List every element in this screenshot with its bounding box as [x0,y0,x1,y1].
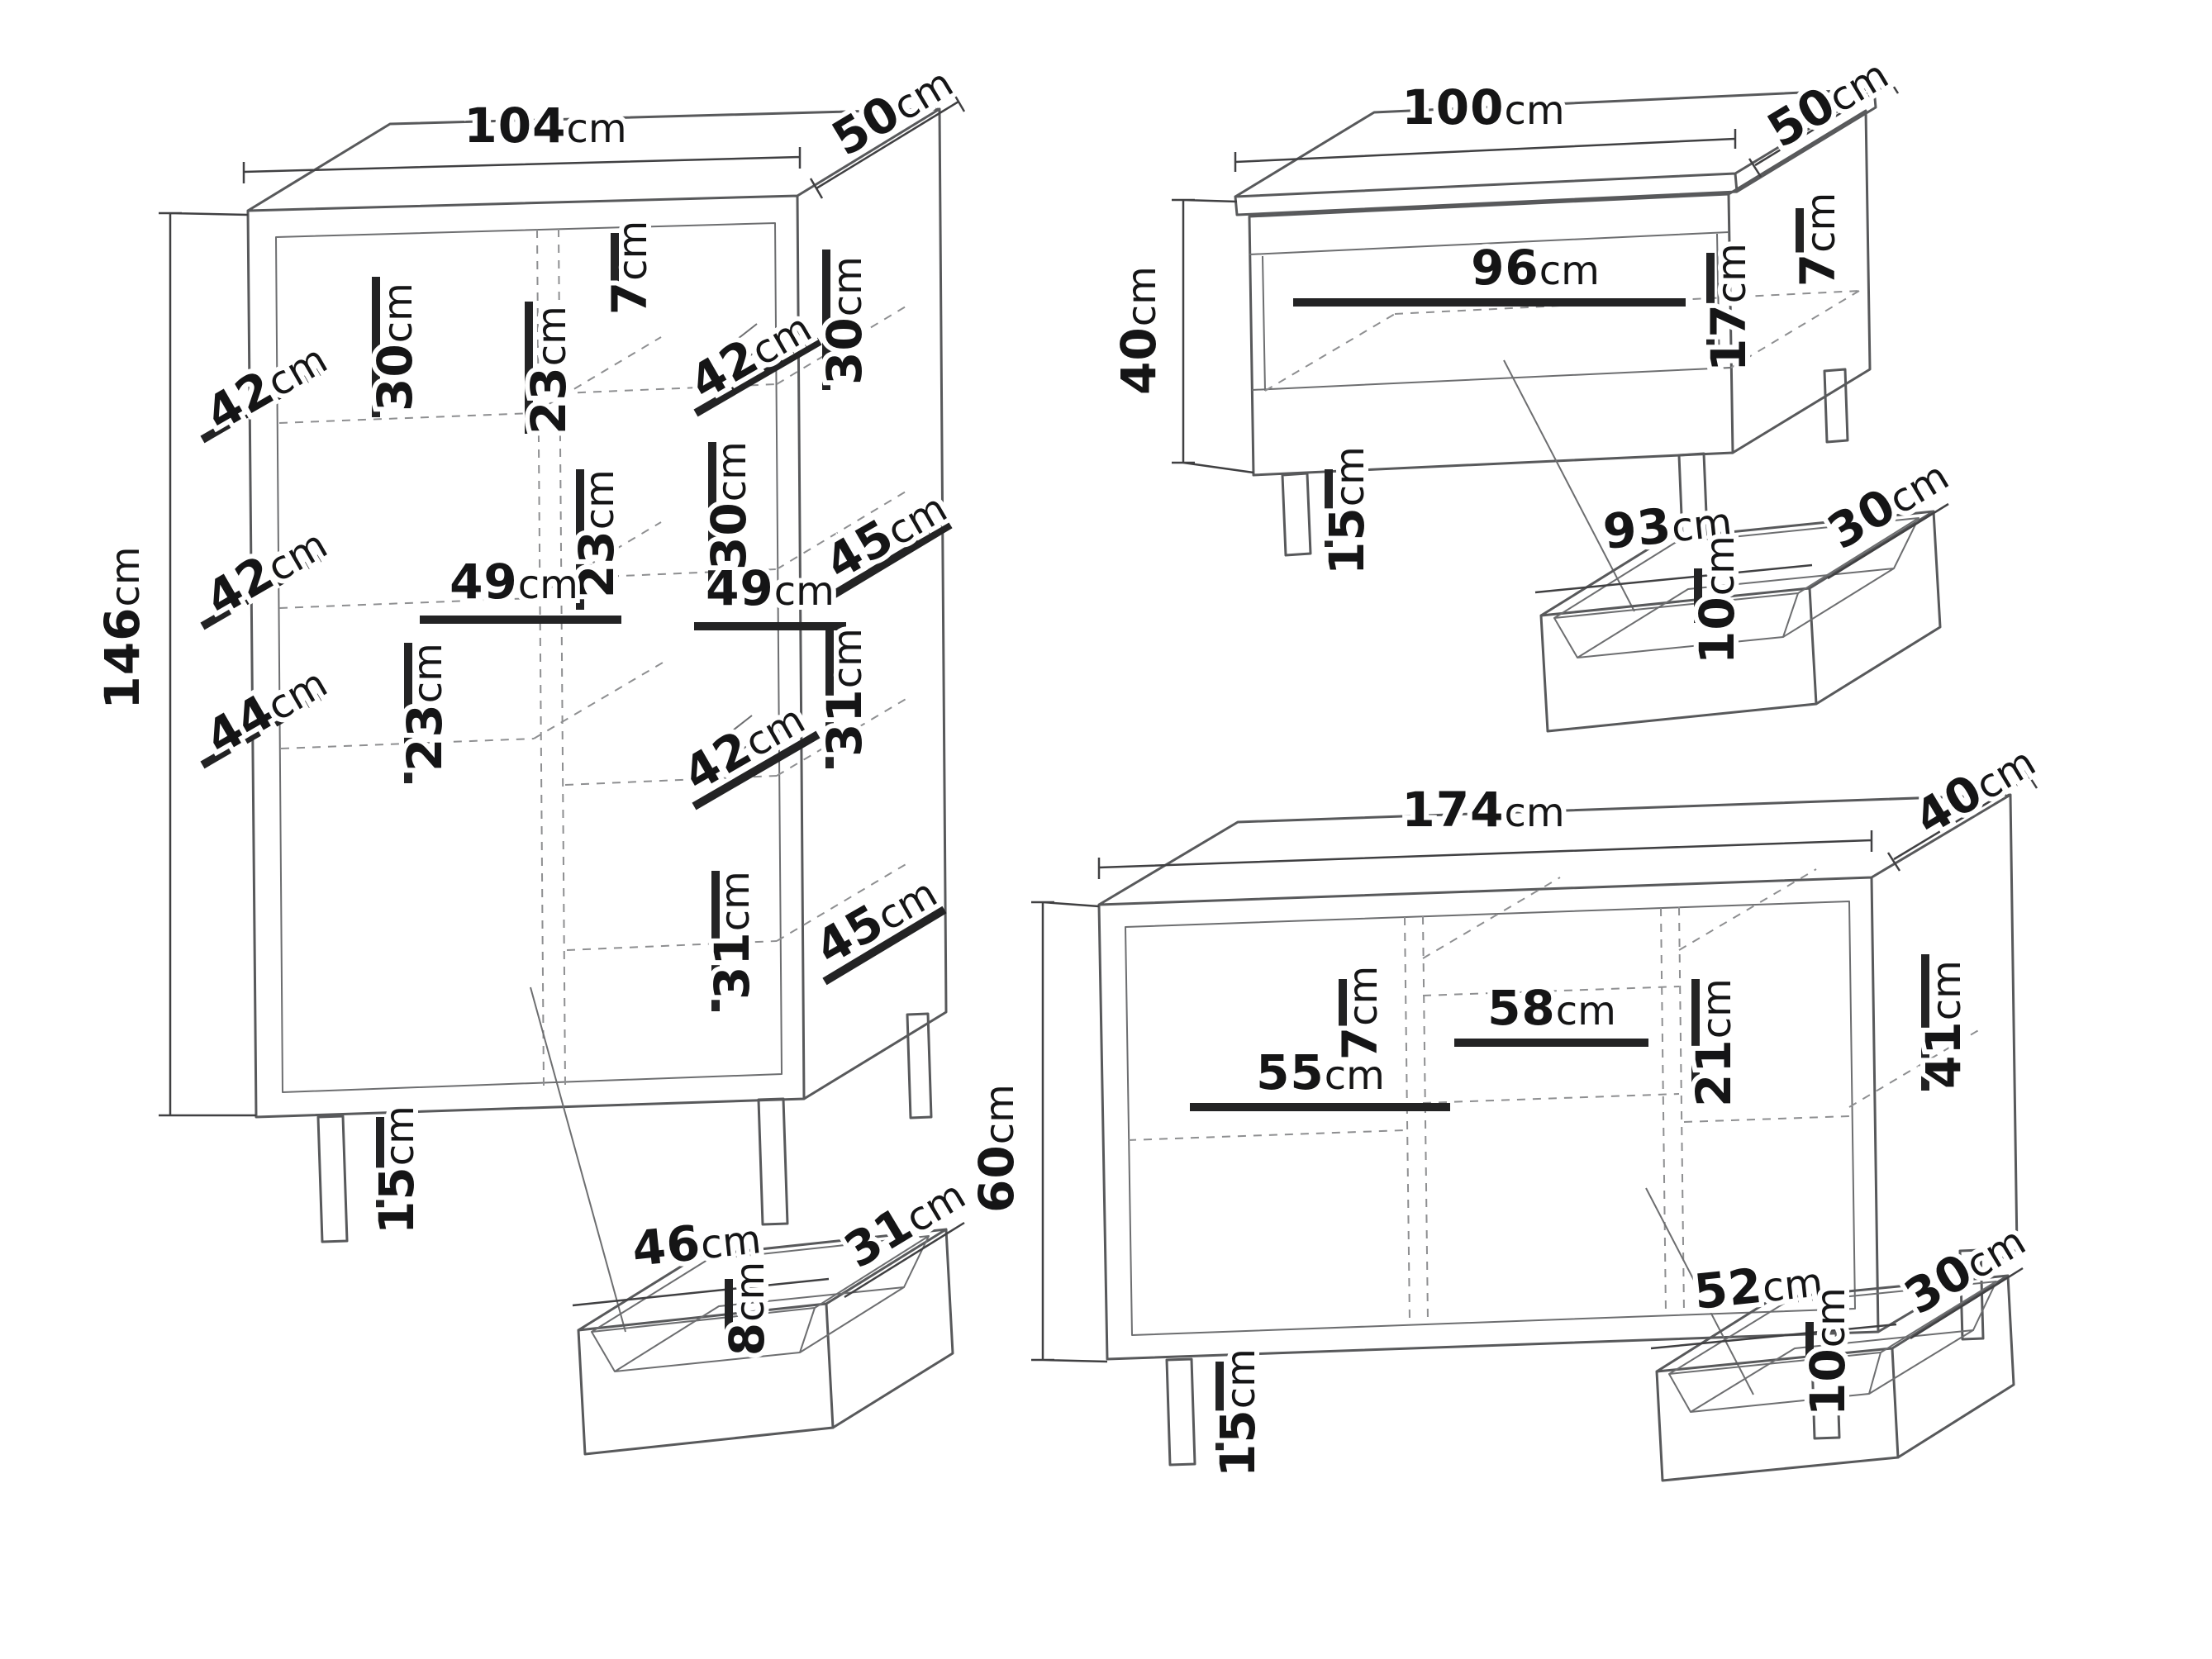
dim-sideboard-depth: 40cm [1905,732,2044,847]
sideboard-inner-frame [1125,901,1856,1336]
cabinet-dimension-ticks [200,233,953,1228]
dim-drawer-small-depth: 31cm [835,1165,974,1280]
cabinet-legs [316,1012,933,1243]
dim-drawer-table-depth: 30cm [1818,446,1958,561]
drawer-small-dimension-labels: 46cm 31cm 8cm [625,1165,978,1361]
dim-coffee-table-height: 40cm [1111,266,1167,395]
cabinet-drawer-leader-line [530,986,626,1333]
dim-drawer-small-height: 8cm [719,1262,775,1357]
dim-cabinet-shelf23-left: 23cm [521,306,577,435]
drawer-table-floor [1553,517,1919,658]
dim-coffee-table-depth: 50cm [1758,45,1897,159]
drawer-sideboard-outline [1655,1274,2015,1482]
dim-coffee-table-rail: 7cm [1790,193,1846,288]
coffee-table-dimension-lines [1172,74,1900,474]
drawer-sideboard-drawing: 52cm 30cm 10cm [1650,1211,2038,1482]
dim-drawer-sideboard-width: 52cm [1691,1251,1825,1320]
coffee-table-top [1234,88,1877,216]
dim-sideboard-drawer-height: 21cm [1686,978,1742,1107]
drawer-sideboard-dimension-lines [1650,1267,2024,1350]
drawer-small-drawing: 46cm 31cm 8cm [572,1165,978,1456]
dim-cabinet-height: 146cm [94,546,150,709]
drawer-small-dimension-lines [572,1221,965,1307]
cabinet-dimension-lines [159,91,966,1117]
dim-drawer-table-height: 10cm [1689,535,1745,664]
drawer-small-floor [591,1235,930,1372]
cabinet-glass-marks [713,323,773,761]
dim-sideboard-left-width: 55cm [1256,1044,1385,1100]
dim-cabinet-width: 104cm [464,97,626,154]
dim-coffee-table-width: 100cm [1401,79,1564,135]
dim-coffee-table-opening: 17cm [1701,243,1757,372]
dim-sideboard-legs: 15cm [1210,1348,1266,1477]
dim-sideboard-middle-width: 58cm [1487,980,1616,1036]
sideboard-drawer-leader-line [1645,1187,1754,1395]
dim-cabinet-shelf31-a: 31cm [816,628,873,757]
dim-drawer-table-width: 93cm [1601,491,1734,560]
coffee-table-opening [1249,231,1732,392]
dim-cabinet-shelf31-b: 31cm [704,871,760,1000]
coffee-table-hidden-lines [1264,290,1860,392]
dim-cabinet-legs15: 15cm [369,1105,425,1234]
dim-cabinet-depth45-b: 45cm [806,863,946,976]
cabinet-outline [246,107,948,1119]
dim-cabinet-glass42-b: 42cm [674,689,814,802]
drawer-table-outline [1539,510,1942,733]
dim-drawer-small-width: 46cm [630,1208,763,1277]
drawer-table-drawing: 93cm 30cm 10cm [1534,446,1962,733]
dim-cabinet-shelf23-mid: 23cm [568,469,625,598]
dim-coffee-table-inner-width: 96cm [1471,240,1600,296]
dim-drawer-sideboard-depth: 30cm [1895,1211,2034,1326]
coffee-table-body [1248,109,1872,477]
dim-sideboard-width: 174cm [1401,782,1564,838]
drawer-sideboard-floor [1668,1281,1997,1413]
dim-sideboard-door-height: 41cm [1915,960,1972,1089]
dim-cabinet-depth42-b: 42cm [197,514,336,627]
cabinet-hidden-lines [278,228,908,1086]
sideboard-drawing: 174cm 40cm 60cm 7cm 58cm 21cm 41cm 55cm … [963,732,2048,1482]
coffee-table-dimension-labels: 100cm 50cm 40cm 96cm 17cm 7cm 15cm [1106,45,1901,580]
cabinet-drawing: 104cm 50cm 146cm 30cm 23cm 7cm 30cm 42cm… [89,55,966,1333]
dim-cabinet-rail7: 7cm [602,221,658,316]
coffee-table-dimension-ticks [1293,208,1804,547]
dim-cabinet-shelf30-left: 30cm [367,283,423,411]
dim-cabinet-width49-left: 49cm [450,554,578,610]
dim-cabinet-shelf23-bottom: 23cm [397,643,453,772]
drawer-table-dimension-labels: 93cm 30cm 10cm [1596,446,1962,669]
dim-cabinet-depth42-a: 42cm [197,329,336,442]
cabinet-inner-frame [275,222,783,1093]
dim-cabinet-shelf30-right: 30cm [816,256,873,385]
dim-coffee-table-legs: 15cm [1319,446,1375,575]
dim-cabinet-depth44: 44cm [197,653,336,766]
dim-drawer-sideboard-height: 10cm [1800,1287,1856,1416]
sideboard-legs [1165,1248,1985,1466]
sideboard-outline [1097,793,2019,1361]
dim-cabinet-width49-right: 49cm [706,560,835,616]
coffee-table-drawer-leader-line [1503,359,1635,612]
sideboard-dimension-labels: 174cm 40cm 60cm 7cm 58cm 21cm 41cm 55cm … [963,732,2048,1482]
drawer-table-dimension-lines [1534,502,1949,594]
dim-cabinet-depth45-a: 45cm [816,478,956,591]
dim-cabinet-shelf30-mid: 30cm [701,441,757,570]
dim-sideboard-rail: 7cm [1332,966,1388,1061]
dim-sideboard-height: 60cm [968,1084,1025,1213]
sideboard-hidden-lines [1127,868,1981,1323]
sideboard-dimension-ticks [1190,954,1929,1452]
sideboard-dimension-lines [1031,769,2038,1363]
drawer-small-outline [577,1228,954,1456]
